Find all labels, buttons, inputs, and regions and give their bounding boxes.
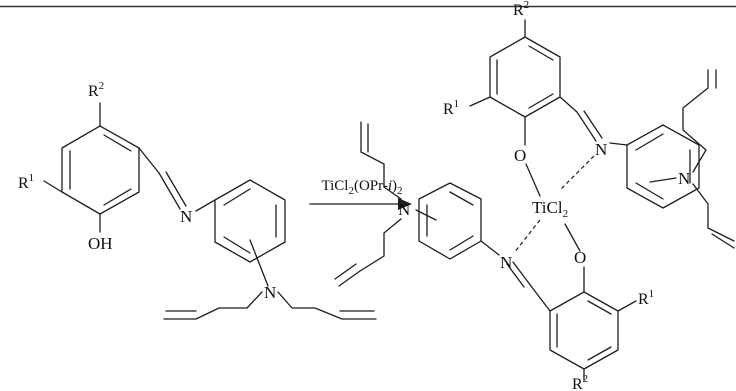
upper-phenoxide-ring (489, 36, 561, 118)
ti-n-dative-upper (559, 155, 595, 191)
reaction-arrow (309, 198, 412, 210)
product-lower-o-label: O (574, 248, 586, 267)
upper-imine-double-bond (576, 110, 603, 142)
lower-aniline-ring (418, 182, 482, 260)
product-complex: R2 R1 O N TiCl2 N N N O R1 R2 (334, 0, 735, 391)
reactant-molecule: R2 R1 OH N N (18, 80, 377, 320)
reaction-conditions: TiCl2(OPr-i)2 (321, 178, 402, 197)
reactant-imine-n-label: N (180, 207, 192, 226)
ti-o-bond-lower (564, 223, 581, 252)
reactant-r2-label: R2 (88, 80, 104, 100)
upper-aniline-ring (626, 124, 700, 209)
product-lower-amine-n-label: N (398, 200, 410, 219)
lower-phenoxide-ring (549, 291, 619, 370)
product-lower-r1-label: R1 (638, 288, 654, 308)
ti-o-bond-upper (525, 163, 541, 197)
allyl-chain-left (163, 291, 263, 320)
allyl-chain-right (277, 291, 377, 320)
product-upper-r1-label: R1 (443, 98, 459, 118)
reactant-oh-label: OH (88, 234, 113, 253)
product-upper-amine-n-label: N (678, 169, 690, 188)
imine-double-bond (158, 171, 187, 210)
product-ti-label: TiCl2 (532, 198, 568, 220)
phenol-ring (61, 125, 140, 215)
lower-imine-double-bond (506, 261, 532, 288)
product-lower-n-label: N (500, 253, 512, 272)
reactant-amine-n-label: N (264, 283, 276, 302)
reactant-r1-label: R1 (18, 172, 34, 192)
ti-n-dative-lower (513, 219, 541, 254)
ring-amine-bond (249, 239, 269, 287)
r1-bond (43, 180, 63, 193)
n-aryl-bond (195, 199, 216, 212)
product-upper-n-label: N (595, 140, 607, 159)
aniline-ring (214, 179, 286, 263)
product-upper-r2-label: R2 (513, 0, 529, 19)
product-upper-o-label: O (514, 146, 526, 165)
ring-ch-bond (138, 147, 160, 174)
product-lower-r2-label: R2 (572, 373, 588, 391)
